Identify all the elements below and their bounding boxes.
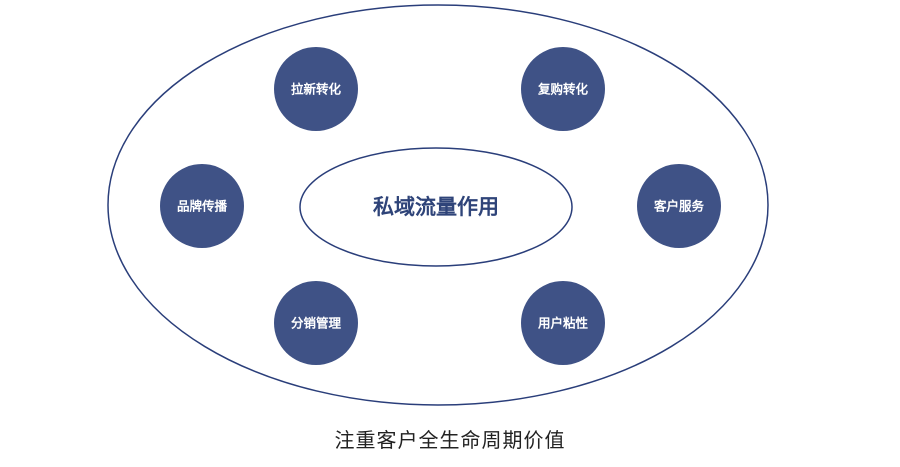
node-distribution-management: 分销管理 — [274, 281, 358, 365]
node-brand-communication: 品牌传播 — [160, 164, 244, 248]
node-customer-service: 客户服务 — [637, 164, 721, 248]
node-label: 用户粘性 — [537, 316, 589, 331]
node-label: 复购转化 — [537, 82, 589, 97]
center-ellipse — [299, 147, 573, 267]
center-label: 私域流量作用 — [373, 195, 499, 219]
node-label: 品牌传播 — [177, 199, 228, 214]
node-repurchase-conversion: 复购转化 — [521, 47, 605, 131]
outer-ellipse — [107, 4, 769, 406]
node-label: 分销管理 — [291, 316, 342, 331]
node-label: 客户服务 — [653, 199, 705, 214]
node-lead-conversion: 拉新转化 — [274, 47, 358, 131]
diagram-caption: 注重客户全生命周期价值 — [334, 428, 566, 452]
node-label: 拉新转化 — [291, 82, 342, 97]
node-user-stickiness: 用户粘性 — [521, 281, 605, 365]
